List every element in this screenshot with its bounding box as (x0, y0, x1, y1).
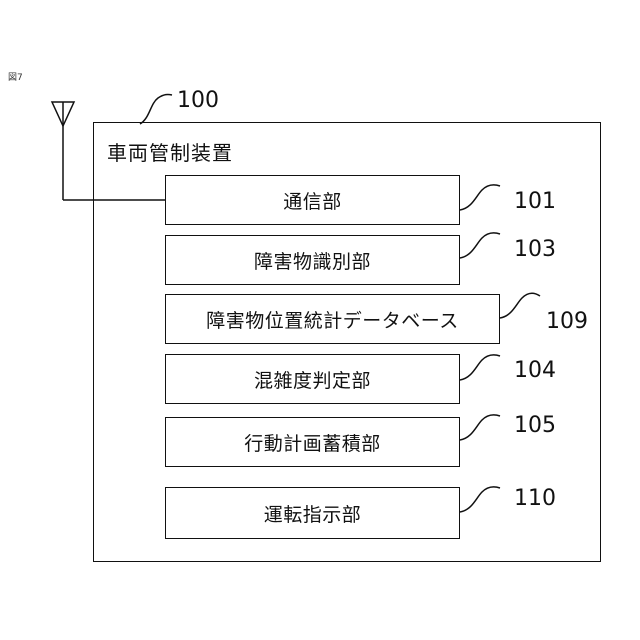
unit-driving-instruction-ref: 110 (514, 486, 556, 511)
leader-line-100 (140, 94, 172, 124)
unit-communication: 通信部 (165, 175, 460, 225)
unit-obstacle-identification-ref: 103 (514, 237, 556, 262)
device-title: 車両管制装置 (107, 137, 233, 166)
device-ref-number: 100 (177, 88, 219, 113)
unit-communication-ref: 101 (514, 189, 556, 214)
unit-action-plan-storage: 行動計画蓄積部 (165, 417, 460, 467)
unit-obstacle-position-statistics-db: 障害物位置統計データベース (165, 294, 500, 344)
unit-obstacle-position-statistics-db-ref: 109 (546, 309, 588, 334)
unit-congestion-judgment: 混雑度判定部 (165, 354, 460, 404)
unit-driving-instruction: 運転指示部 (165, 487, 460, 539)
unit-congestion-judgment-ref: 104 (514, 358, 556, 383)
unit-action-plan-storage-ref: 105 (514, 413, 556, 438)
unit-obstacle-identification: 障害物識別部 (165, 235, 460, 285)
